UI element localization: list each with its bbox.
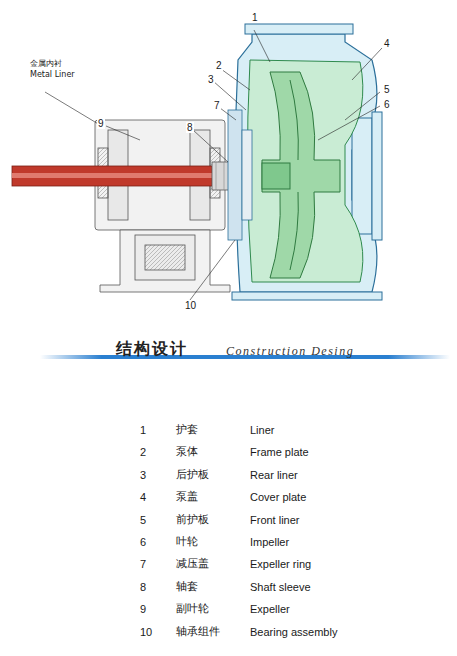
- table-cell: Cover plate: [250, 491, 306, 503]
- table-cell: Liner: [250, 424, 274, 436]
- callout-number: 6: [383, 99, 391, 110]
- callout-number: 4: [383, 38, 391, 49]
- callout-number: 7: [213, 100, 221, 111]
- table-cell: 3: [140, 469, 146, 481]
- table-cell: 泵体: [176, 446, 198, 458]
- table-cell: 前护板: [176, 514, 209, 526]
- table-cell: 轴承组件: [176, 626, 220, 638]
- table-cell: 6: [140, 536, 146, 548]
- table-cell: 10: [140, 626, 152, 638]
- callout-number: 1: [251, 12, 259, 23]
- table-cell: Rear liner: [250, 469, 298, 481]
- note-label: 金属内衬: [30, 60, 62, 69]
- callout-number: 5: [383, 84, 391, 95]
- table-cell: Expeller: [250, 603, 290, 615]
- table-cell: Frame plate: [250, 446, 309, 458]
- impeller: [262, 72, 340, 278]
- callout-number: 10: [184, 300, 197, 311]
- table-cell: 副叶轮: [176, 603, 209, 615]
- table-cell: 4: [140, 491, 146, 503]
- callout-number: 2: [215, 60, 223, 71]
- table-cell: 5: [140, 514, 146, 526]
- table-cell: Shaft sleeve: [250, 581, 311, 593]
- callout-number: 9: [97, 118, 105, 129]
- note-label: Metal Liner: [30, 71, 75, 80]
- table-cell: Front liner: [250, 514, 300, 526]
- title-text: Construction Desing: [226, 345, 354, 358]
- table-cell: 2: [140, 446, 146, 458]
- table-cell: Bearing assembly: [250, 626, 337, 638]
- callout-number: 8: [186, 122, 194, 133]
- table-cell: 泵盖: [176, 491, 198, 503]
- table-cell: 8: [140, 581, 146, 593]
- callout-number: 3: [207, 74, 215, 85]
- title-text: 结构设计: [116, 340, 188, 358]
- pump-casing: [232, 24, 382, 300]
- leader-lines: [45, 30, 382, 300]
- table-cell: 护套: [176, 424, 198, 436]
- bearing-assembly: [95, 120, 230, 292]
- table-cell: 减压盖: [176, 558, 209, 570]
- expeller: [228, 110, 252, 240]
- table-cell: 1: [140, 424, 146, 436]
- table-cell: Expeller ring: [250, 558, 311, 570]
- table-cell: Impeller: [250, 536, 289, 548]
- table-cell: 后护板: [176, 469, 209, 481]
- table-cell: 叶轮: [176, 536, 198, 548]
- table-cell: 轴套: [176, 581, 198, 593]
- table-cell: 7: [140, 558, 146, 570]
- table-cell: 9: [140, 603, 146, 615]
